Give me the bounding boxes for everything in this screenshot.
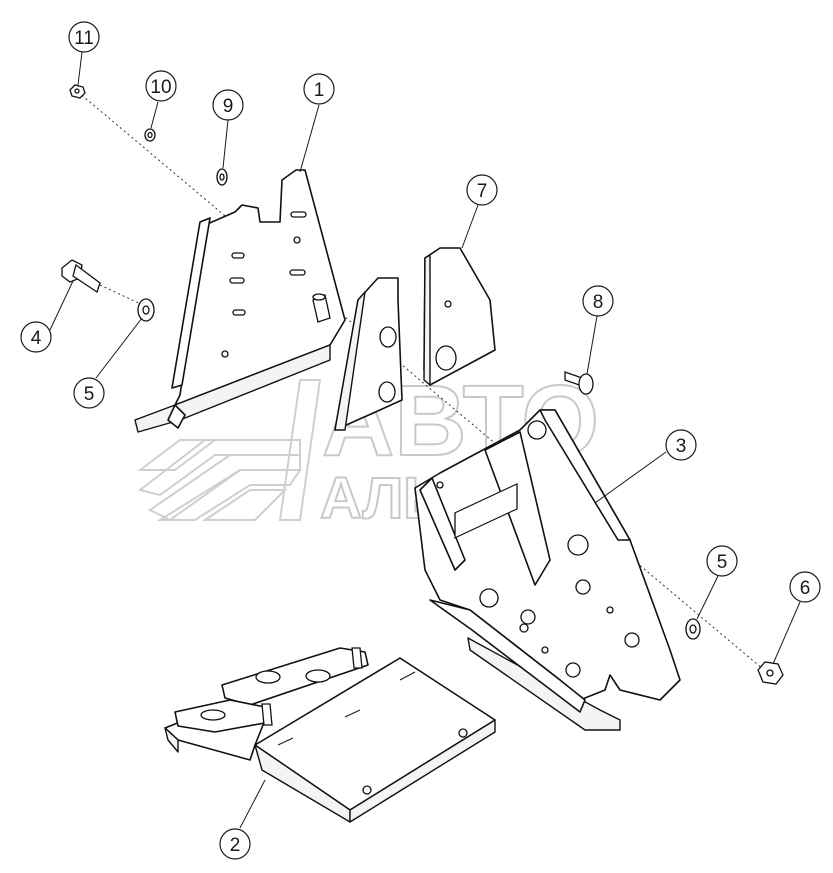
svg-text:5: 5 <box>84 384 95 405</box>
round-hole <box>541 646 549 654</box>
round-hole <box>378 381 396 403</box>
bolt-head <box>565 662 581 678</box>
callout-1: 1 <box>299 73 335 173</box>
part-1-left-bracket <box>134 169 346 433</box>
callout-7: 7 <box>461 174 498 249</box>
round-hole <box>379 326 397 348</box>
callout-10: 10 <box>145 70 177 129</box>
part-2-mount-block <box>164 647 496 823</box>
bolt-head <box>479 588 499 608</box>
svg-text:11: 11 <box>74 28 94 49</box>
callout-4: 4 <box>20 280 74 353</box>
bolt-head <box>575 579 591 595</box>
bolt-head <box>527 420 547 440</box>
svg-text:1: 1 <box>314 80 325 101</box>
slot-hole <box>229 277 245 284</box>
svg-text:10: 10 <box>150 77 171 98</box>
callout-5-left: 5 <box>73 317 143 409</box>
round-hole <box>606 606 614 614</box>
slot-hole <box>231 252 245 259</box>
round-hole <box>458 728 468 738</box>
round-hole <box>200 709 226 721</box>
slot-hole <box>290 211 307 218</box>
part-6-nut <box>757 661 784 685</box>
callout-3: 3 <box>594 429 697 504</box>
round-hole <box>255 670 281 684</box>
part-9-washer <box>216 168 228 186</box>
callout-11: 11 <box>68 21 100 86</box>
bolt-head <box>624 632 640 648</box>
part-10-washer <box>144 128 156 142</box>
assembly-axis-bolt <box>99 284 148 308</box>
round-hole <box>436 481 444 489</box>
bolt-head <box>567 534 589 556</box>
svg-text:8: 8 <box>593 292 604 313</box>
callout-2: 2 <box>219 779 266 860</box>
callout-9: 9 <box>212 89 244 169</box>
svg-text:2: 2 <box>230 835 241 856</box>
round-hole <box>444 300 452 308</box>
part-5-washer-left <box>137 298 155 322</box>
part-3-right-bracket <box>414 409 681 731</box>
callouts: 1 2 3 4 5 5 6 <box>20 21 821 860</box>
callout-5-right: 5 <box>696 545 738 620</box>
part-8-bolt <box>564 371 594 395</box>
round-hole <box>435 345 457 371</box>
slot-hole <box>232 309 246 316</box>
part-7-spacer-plate <box>423 247 496 386</box>
part-11-nut <box>69 84 86 99</box>
part-4-bolt <box>61 259 101 294</box>
part-5-washer-right <box>685 618 701 640</box>
svg-text:3: 3 <box>676 436 687 457</box>
round-hole <box>362 785 372 795</box>
round-hole <box>293 236 301 244</box>
svg-text:9: 9 <box>223 96 234 117</box>
round-hole <box>305 669 331 683</box>
part-7-spacer-left <box>334 277 403 431</box>
svg-text:7: 7 <box>477 181 488 202</box>
bolt-head <box>520 609 536 625</box>
assembly-axis-main <box>77 91 771 676</box>
svg-text:5: 5 <box>717 552 728 573</box>
bolt-head <box>519 623 529 633</box>
callout-6: 6 <box>772 571 821 665</box>
svg-text:6: 6 <box>800 578 811 599</box>
slot-hole <box>289 269 306 276</box>
round-hole <box>221 350 229 358</box>
watermark-stripes-icon <box>137 379 322 522</box>
hardware <box>61 84 784 685</box>
svg-text:4: 4 <box>31 328 42 349</box>
callout-8: 8 <box>582 285 614 375</box>
